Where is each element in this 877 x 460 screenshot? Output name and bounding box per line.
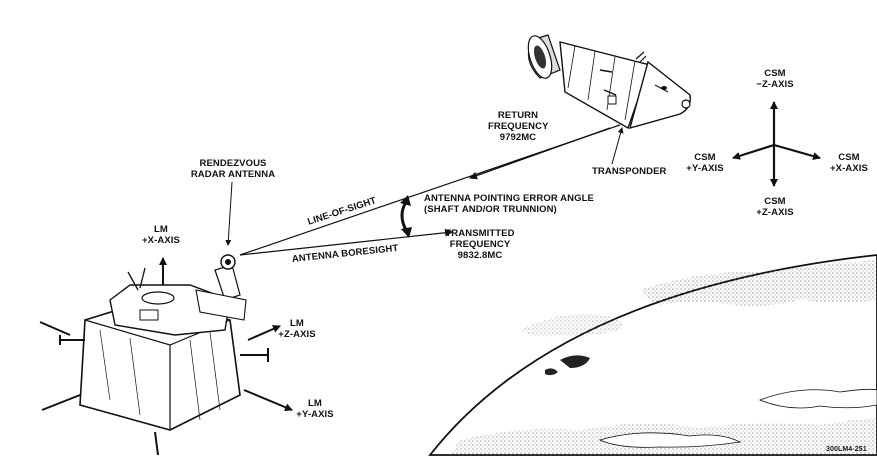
csm-z-axis-line-2: +Z-AXIS bbox=[756, 207, 794, 218]
csm-y-axis-line-1: CSM bbox=[694, 152, 716, 163]
csm-x-axis-line-1: CSM bbox=[838, 152, 860, 163]
csm-neg-z-axis-label: CSM −Z-AXIS bbox=[752, 68, 798, 90]
csm-neg-z-axis-line-2: −Z-AXIS bbox=[756, 79, 794, 90]
lm-y-axis-line-1: LM bbox=[308, 398, 322, 409]
pointing-error-line-1: ANTENNA POINTING ERROR ANGLE bbox=[424, 193, 594, 204]
pointing-error-line-2: (SHAFT AND/OR TRUNNION) bbox=[424, 204, 557, 215]
csm-y-axis-label: CSM +Y-AXIS bbox=[680, 152, 730, 174]
transmitted-frequency-line-1: TRANSMITTED bbox=[445, 228, 515, 239]
csm-x-axis-label: CSM +X-AXIS bbox=[824, 152, 874, 174]
return-frequency-line-1: RETURN bbox=[497, 110, 539, 121]
csm-x-axis-arrow bbox=[773, 143, 821, 160]
lm-z-axis-label: LM +Z-AXIS bbox=[272, 318, 322, 340]
transponder-leader bbox=[611, 127, 624, 165]
lm-y-axis-arrow bbox=[243, 389, 293, 411]
transmitted-frequency-label: TRANSMITTED FREQUENCY 9832.8MC bbox=[440, 228, 520, 261]
antenna-boresight-line bbox=[239, 228, 453, 256]
transponder-label: TRANSPONDER bbox=[592, 166, 667, 177]
figure-id-label: 300LM4-251 bbox=[826, 446, 867, 453]
lm-axes bbox=[159, 257, 293, 411]
lm-z-axis-arrow bbox=[247, 325, 281, 341]
earth-horizon bbox=[428, 254, 877, 456]
rendezvous-antenna-label: RENDEZVOUS RADAR ANTENNA bbox=[188, 158, 278, 180]
lm-spacecraft bbox=[39, 254, 269, 456]
csm-y-axis-line-2: +Y-AXIS bbox=[686, 163, 724, 174]
lm-x-axis-label: LM +X-AXIS bbox=[136, 224, 186, 246]
csm-axes-triad bbox=[732, 101, 821, 187]
lm-z-axis-line-1: LM bbox=[290, 318, 304, 329]
csm-z-axis-line-1: CSM bbox=[764, 196, 786, 207]
csm-x-axis-line-2: +X-AXIS bbox=[830, 163, 868, 174]
rendezvous-antenna-line-1: RENDEZVOUS bbox=[199, 158, 267, 169]
return-frequency-arrow bbox=[469, 127, 611, 180]
lm-y-axis-line-2: +Y-AXIS bbox=[296, 409, 334, 420]
lm-z-axis-line-2: +Z-AXIS bbox=[278, 329, 316, 340]
pointing-error-arrow bbox=[400, 201, 408, 231]
lm-y-axis-label: LM +Y-AXIS bbox=[290, 398, 340, 420]
csm-spacecraft bbox=[527, 34, 691, 130]
antenna-leader bbox=[225, 181, 233, 246]
transmitted-frequency-line-3: 9832.8MC bbox=[457, 250, 503, 261]
rendezvous-antenna-line-2: RADAR ANTENNA bbox=[190, 169, 276, 180]
pointing-error-label: ANTENNA POINTING ERROR ANGLE (SHAFT AND/… bbox=[424, 193, 594, 215]
transmitted-frequency-line-2: FREQUENCY bbox=[449, 239, 511, 250]
csm-z-axis-label: CSM +Z-AXIS bbox=[750, 196, 800, 218]
return-frequency-label: RETURN FREQUENCY 9792MC bbox=[488, 110, 548, 143]
lm-x-axis-line-1: LM bbox=[154, 224, 168, 235]
return-frequency-line-3: 9792MC bbox=[499, 132, 537, 143]
radar-beams bbox=[225, 124, 624, 256]
return-frequency-line-2: FREQUENCY bbox=[488, 121, 549, 132]
csm-y-axis-arrow bbox=[732, 143, 775, 160]
lm-x-axis-line-2: +X-AXIS bbox=[142, 235, 180, 246]
csm-neg-z-axis-line-1: CSM bbox=[764, 68, 786, 79]
